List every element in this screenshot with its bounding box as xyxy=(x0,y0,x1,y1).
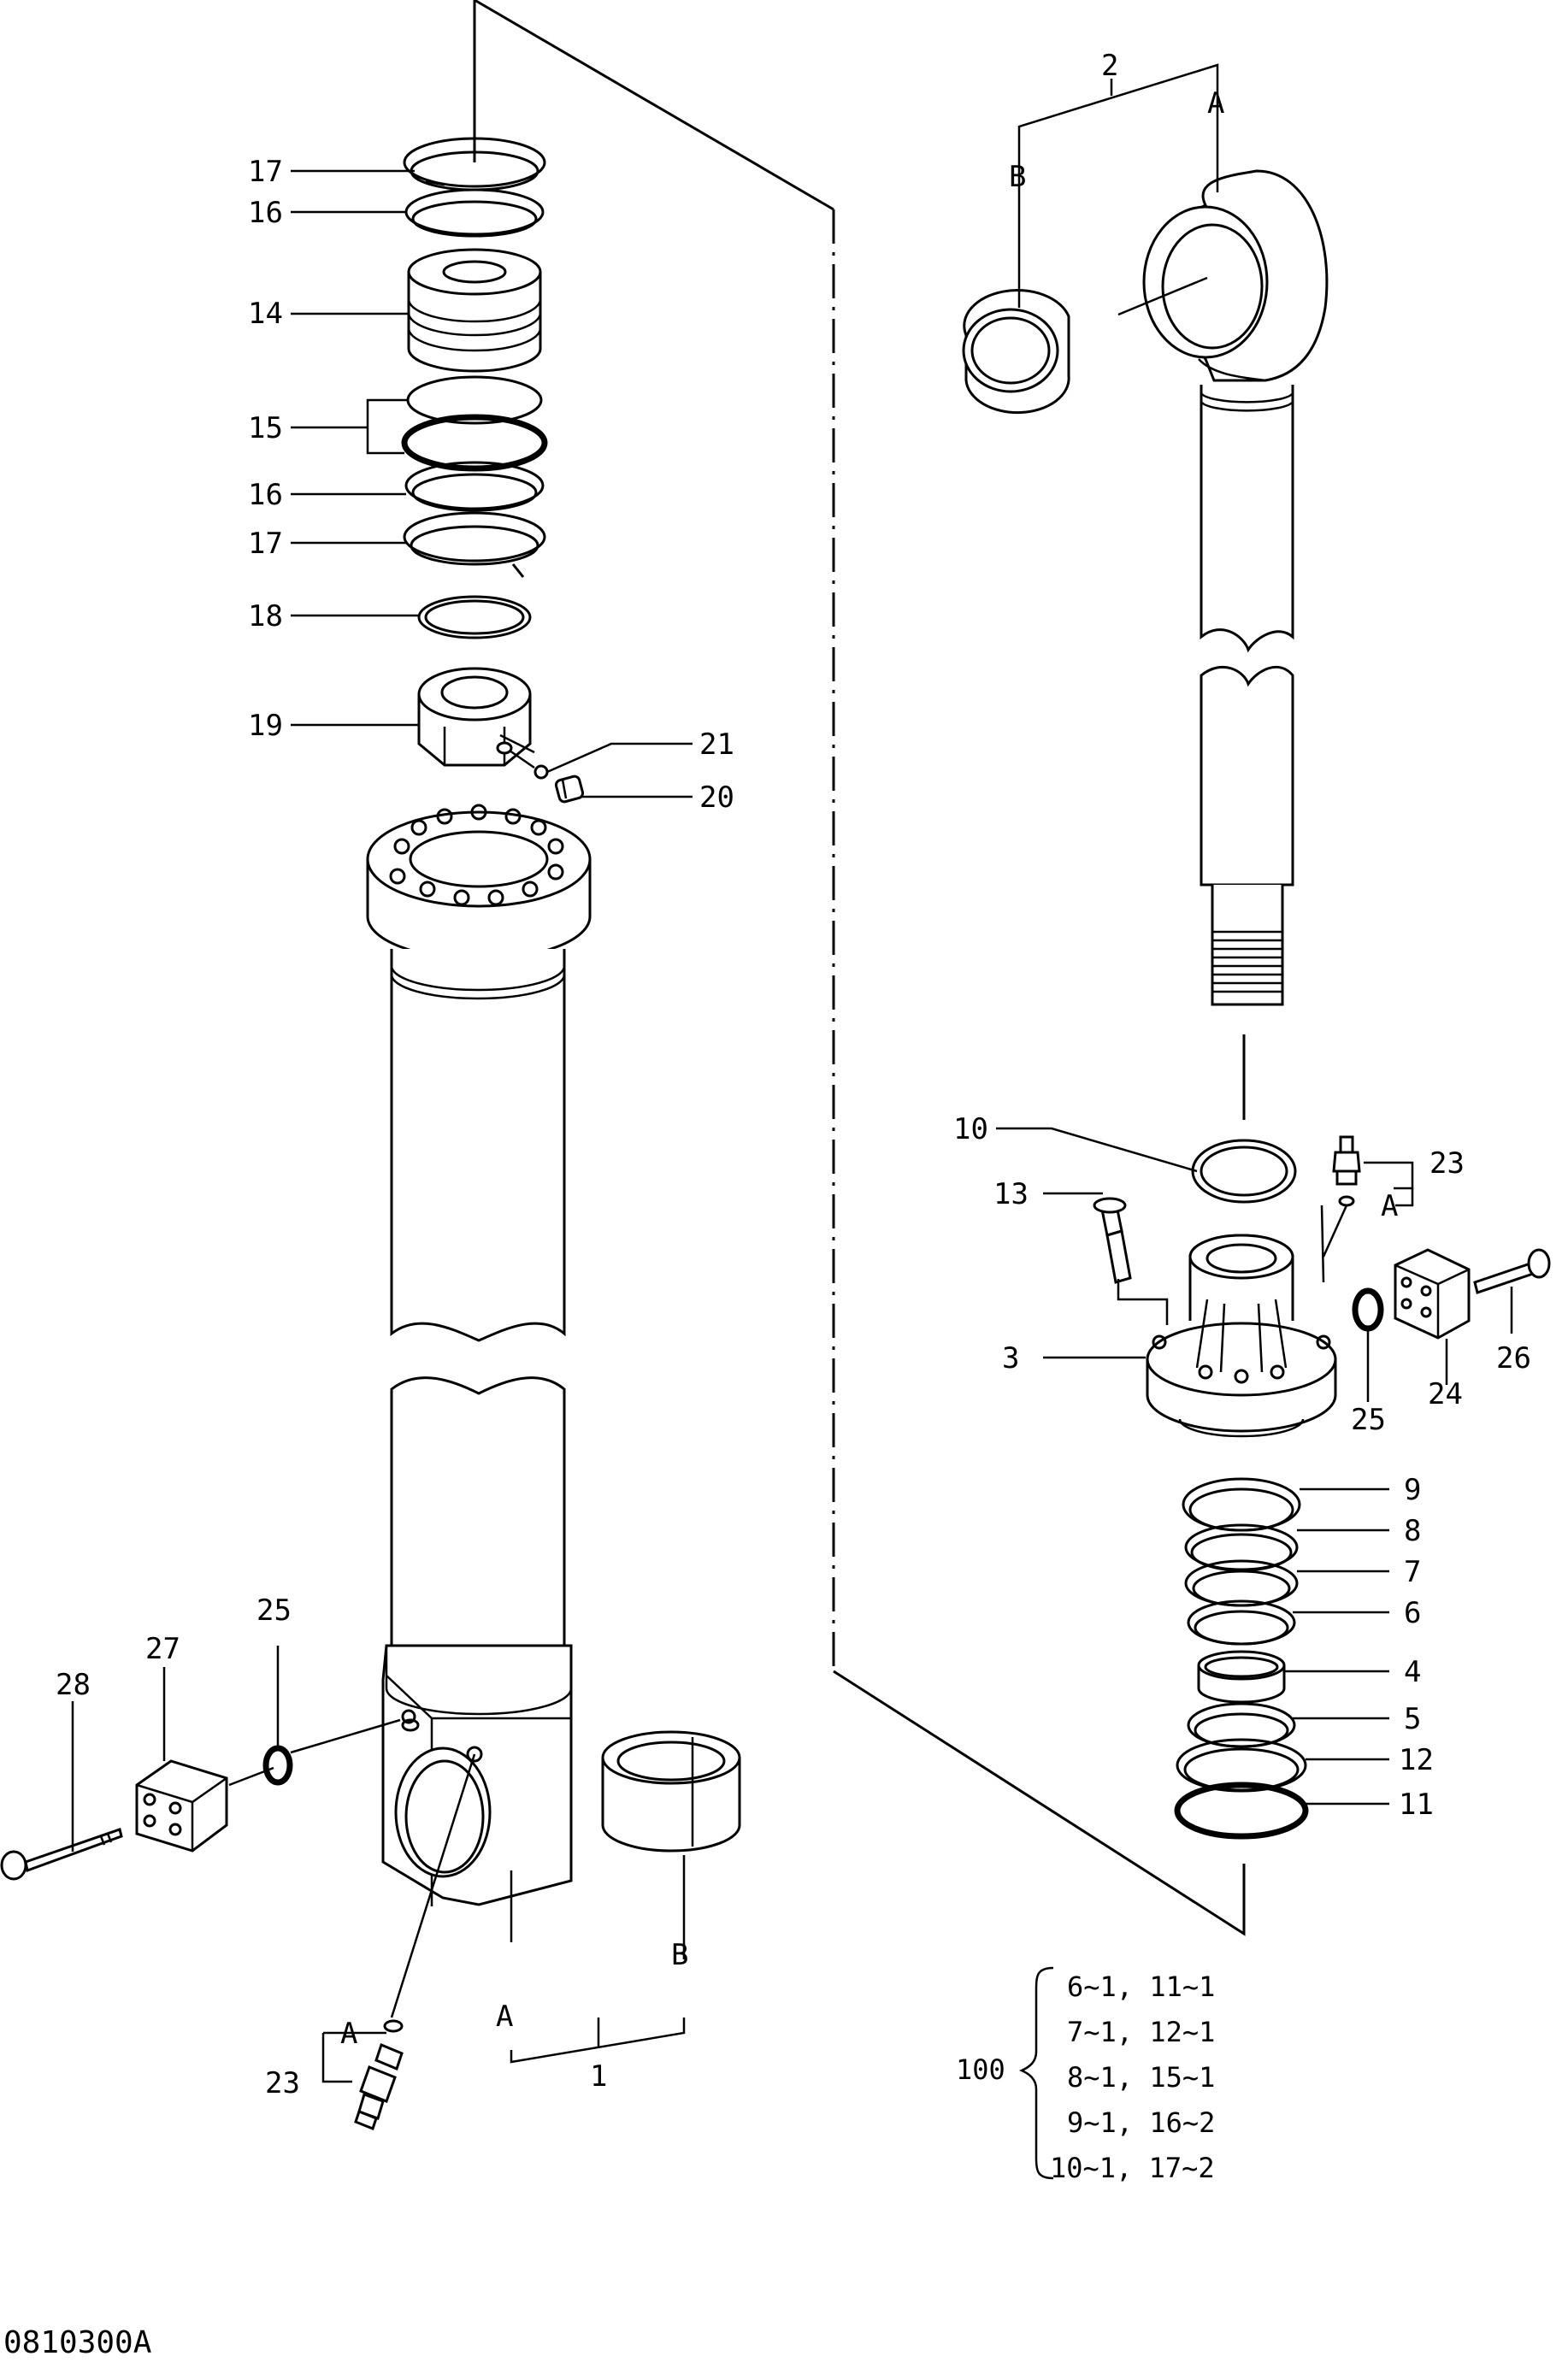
callout-23-left: 23 xyxy=(265,2066,300,2100)
callout-16-bottom: 16 xyxy=(248,478,283,512)
part-26-bolt xyxy=(1473,1248,1551,1294)
right-leader-lines xyxy=(996,63,1513,1805)
callout-1: 1 xyxy=(590,2059,607,2094)
part-24-block xyxy=(1394,1248,1471,1340)
callout-17-bottom: 17 xyxy=(248,527,283,561)
part-27-block xyxy=(135,1759,274,1853)
part-19-nut xyxy=(417,667,535,767)
part-25-right-oring xyxy=(1352,1287,1384,1402)
seal-kit-item: 7~1, 12~1 xyxy=(1067,2016,1215,2048)
seal-kit-item: 8~1, 15~1 xyxy=(1067,2061,1215,2094)
left-leader-lines xyxy=(71,169,693,2083)
flange-bolt-holes xyxy=(389,804,564,906)
callout-19: 19 xyxy=(248,709,283,743)
callout-9: 9 xyxy=(1404,1473,1421,1507)
rod-head-parts xyxy=(1093,1034,1551,1438)
callout-3: 3 xyxy=(1002,1341,1019,1375)
seal-kit-label: 100 xyxy=(956,2053,1005,2086)
callout-4: 4 xyxy=(1404,1655,1421,1689)
part-18-ring xyxy=(417,595,532,639)
callout-a-small-left: A xyxy=(340,2017,357,2051)
callout-11: 11 xyxy=(1399,1788,1434,1822)
callout-a-small-right: A xyxy=(1381,1189,1398,1223)
callout-20: 20 xyxy=(699,780,734,815)
callout-7: 7 xyxy=(1404,1555,1421,1589)
part-8-ring xyxy=(1184,1523,1299,1572)
part-13-bolt xyxy=(1093,1197,1132,1284)
callout-2: 2 xyxy=(1101,49,1118,83)
right-callouts: 2 A B 10 13 23 A 3 25 24 26 9 8 7 6 4 5 … xyxy=(953,49,1531,1822)
part-16-top xyxy=(404,188,545,238)
callout-25-left: 25 xyxy=(256,1593,292,1628)
part-4-bushing xyxy=(1197,1650,1286,1704)
callout-b-rod: B xyxy=(1009,160,1026,194)
callout-28: 28 xyxy=(56,1668,91,1702)
part-3-rod-head xyxy=(1146,1234,1337,1438)
callout-27: 27 xyxy=(145,1632,180,1666)
seal-kit-item: 9~1, 16~2 xyxy=(1067,2106,1215,2139)
callout-24: 24 xyxy=(1428,1377,1463,1411)
callout-6: 6 xyxy=(1404,1596,1421,1630)
part-20-set-screw xyxy=(554,775,585,804)
part-17-bottom xyxy=(403,511,546,578)
cylinder-tube xyxy=(366,804,592,1906)
callout-23-right: 23 xyxy=(1429,1146,1465,1181)
callout-26: 26 xyxy=(1496,1341,1531,1375)
part-bushing-right xyxy=(962,276,1208,415)
part-23-right-nipple xyxy=(1322,1135,1361,1258)
seal-kit-item: 6~1, 11~1 xyxy=(1067,1970,1215,2003)
callout-a-tube: A xyxy=(496,2000,513,2034)
callout-17-top: 17 xyxy=(248,155,283,189)
rod-seals-stack xyxy=(1174,1477,1309,1840)
seal-kit-item: 10~1, 17~2 xyxy=(1050,2152,1215,2184)
callout-10: 10 xyxy=(953,1112,988,1146)
callout-14: 14 xyxy=(248,297,283,331)
drawing-code: 0810300A xyxy=(3,2325,152,2360)
callout-a-rod: A xyxy=(1207,86,1224,121)
part-14-piston xyxy=(407,248,542,373)
left-callouts: 17 16 14 15 16 17 18 19 21 20 25 27 28 2… xyxy=(56,155,734,2100)
part-bushing-left xyxy=(601,1730,741,1853)
piston-rod xyxy=(1142,169,1329,1006)
callout-13: 13 xyxy=(993,1177,1029,1211)
part-28-bolt xyxy=(0,1828,123,1881)
part-7-ring xyxy=(1184,1559,1299,1607)
part-12-ring xyxy=(1176,1738,1307,1793)
seal-kit-list: 100 6~1, 11~1 7~1, 12~1 8~1, 15~1 9~1, 1… xyxy=(956,1966,1215,2184)
callout-18: 18 xyxy=(248,599,283,633)
callout-12: 12 xyxy=(1399,1743,1434,1777)
part-11-oring xyxy=(1174,1782,1309,1840)
callout-b-tube: B xyxy=(671,1938,688,1972)
callout-5: 5 xyxy=(1404,1702,1421,1736)
callout-15: 15 xyxy=(248,411,283,445)
part-25-left-oring xyxy=(262,1718,401,1786)
piston-parts-stack xyxy=(401,0,585,804)
part-9-ring xyxy=(1182,1477,1301,1532)
part-21-ball xyxy=(509,749,549,780)
callout-16-top: 16 xyxy=(248,196,283,230)
part-23-left-nipple xyxy=(354,1753,476,2130)
part-15-seal-set xyxy=(401,375,548,472)
rod-threads xyxy=(1212,930,1282,993)
group-frame-lines xyxy=(474,0,1246,1936)
callout-21: 21 xyxy=(699,727,734,762)
callout-8: 8 xyxy=(1404,1514,1421,1548)
part-6-ring xyxy=(1187,1599,1296,1646)
part-16-bottom xyxy=(404,461,545,512)
callout-25-right: 25 xyxy=(1351,1403,1386,1437)
part-5-ring xyxy=(1187,1702,1296,1748)
part-10-ring xyxy=(1191,1034,1297,1204)
